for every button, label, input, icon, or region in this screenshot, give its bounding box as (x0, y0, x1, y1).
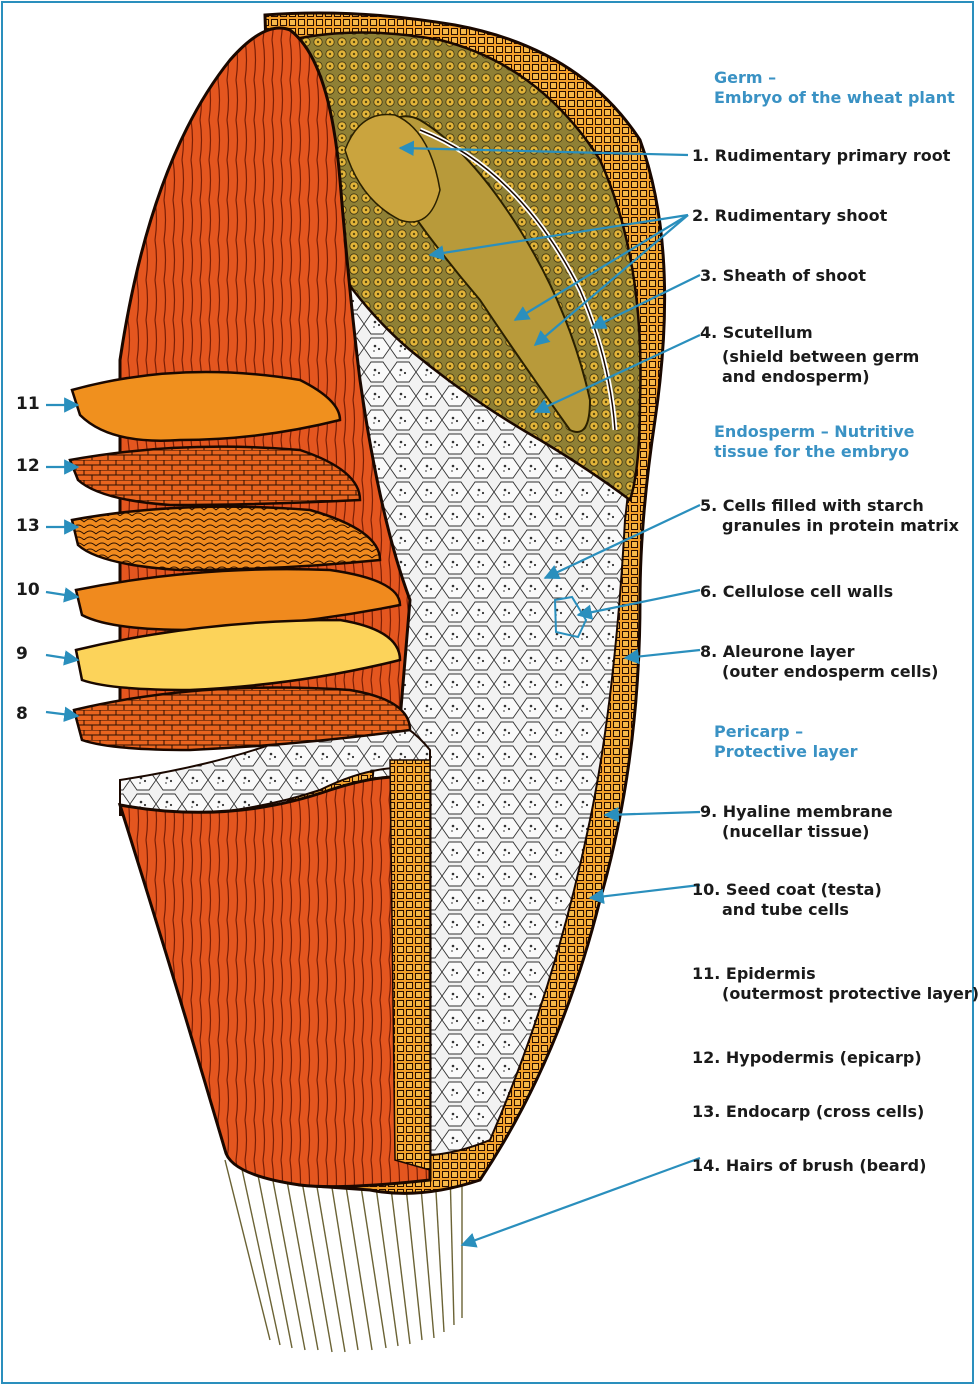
label-starch-cells: 5. Cells filled with starch granules in … (700, 496, 959, 536)
label-scutellum: 4. Scutellum (shield between germ and en… (700, 323, 919, 387)
layer-number-10: 10 (16, 580, 40, 600)
label-epidermis-line1: 11. Epidermis (692, 964, 979, 984)
label-starch-cells-line2: granules in protein matrix (700, 516, 959, 536)
label-hyaline-line2: (nucellar tissue) (700, 822, 893, 842)
label-sheath-of-shoot: 3. Sheath of shoot (700, 266, 866, 286)
layer-number-8: 8 (16, 704, 28, 724)
pericarp-heading-line2: Protective layer (714, 742, 858, 762)
layer-number-11: 11 (16, 394, 40, 414)
label-hypodermis: 12. Hypodermis (epicarp) (692, 1048, 922, 1068)
label-scutellum-line1: 4. Scutellum (700, 323, 919, 343)
germ-heading-line2: Embryo of the wheat plant (714, 88, 955, 108)
pericarp-fibers-lower (120, 777, 430, 1187)
label-endocarp: 13. Endocarp (cross cells) (692, 1102, 924, 1122)
label-aleurone-line2: (outer endosperm cells) (700, 662, 938, 682)
label-hyaline-line1: 9. Hyaline membrane (700, 802, 893, 822)
endosperm-heading-line2: tissue for the embryo (714, 442, 915, 462)
label-aleurone-layer: 8. Aleurone layer (outer endosperm cells… (700, 642, 938, 682)
label-epidermis: 11. Epidermis (outermost protective laye… (692, 964, 979, 1004)
endosperm-heading-line1: Endosperm – Nutritive (714, 422, 915, 442)
label-primary-root: 1. Rudimentary primary root (692, 146, 950, 166)
pericarp-heading-line1: Pericarp – (714, 722, 858, 742)
label-hyaline-membrane: 9. Hyaline membrane (nucellar tissue) (700, 802, 893, 842)
label-starch-cells-line1: 5. Cells filled with starch (700, 496, 959, 516)
label-aleurone-line1: 8. Aleurone layer (700, 642, 938, 662)
layer-number-9: 9 (16, 644, 28, 664)
label-seed-coat-line2: and tube cells (692, 900, 882, 920)
germ-heading: Germ – Embryo of the wheat plant (714, 68, 955, 108)
label-scutellum-line3: and endosperm) (700, 367, 919, 387)
layer-hypodermis (70, 447, 360, 505)
pericarp-heading: Pericarp – Protective layer (714, 722, 858, 762)
layer-number-13: 13 (16, 516, 40, 536)
germ-heading-line1: Germ – (714, 68, 955, 88)
label-brush-hairs: 14. Hairs of brush (beard) (692, 1156, 926, 1176)
label-rudimentary-shoot: 2. Rudimentary shoot (692, 206, 887, 226)
endosperm-heading: Endosperm – Nutritive tissue for the emb… (714, 422, 915, 462)
label-seed-coat-line1: 10. Seed coat (testa) (692, 880, 882, 900)
label-epidermis-line2: (outermost protective layer) (692, 984, 979, 1004)
label-scutellum-line2: (shield between germ (700, 347, 919, 367)
label-cell-walls: 6. Cellulose cell walls (700, 582, 893, 602)
layer-number-12: 12 (16, 456, 40, 476)
label-seed-coat: 10. Seed coat (testa) and tube cells (692, 880, 882, 920)
seed-coat-strip-lower (390, 760, 430, 1170)
